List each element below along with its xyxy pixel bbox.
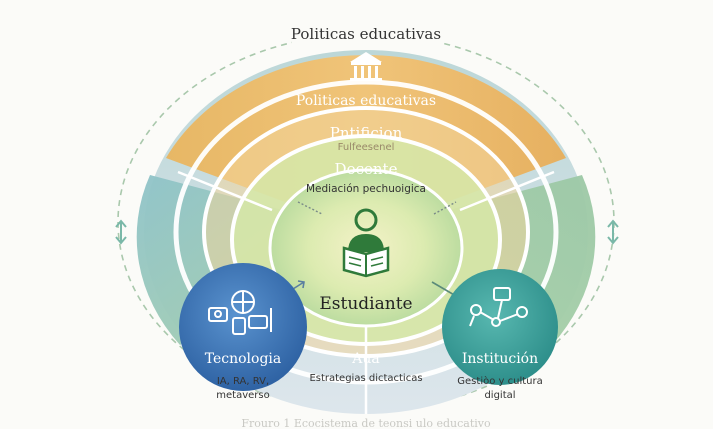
center-label: Estudiante [319, 294, 412, 314]
tecnologia-label: Tecnologia [205, 351, 282, 367]
institution-network-icon [469, 287, 528, 327]
docente-label: Docente [335, 160, 398, 178]
aula-sublabel: Estrategias dictacticas [309, 373, 422, 384]
spoke-left [177, 170, 273, 212]
tecnologia-circle [179, 263, 307, 391]
government-building-icon [350, 52, 382, 81]
double-arrow-icon [607, 219, 619, 245]
tecnologia-line1: IA, RA, RV, [217, 376, 269, 387]
double-arrow-icon [297, 201, 457, 215]
second-band-sublabel: Fulfeesenel [338, 142, 395, 153]
docente-sublabel: Mediación pechuoigica [306, 183, 426, 195]
double-arrow-icon [115, 219, 127, 245]
institucion-circle [442, 269, 558, 385]
institucion-line1: Gestiòo y cultura [457, 375, 542, 387]
institucion-line2: digital [484, 390, 515, 401]
institucion-label: Institución [462, 351, 538, 367]
aula-label: Aua [351, 351, 379, 367]
outer-label-bg [292, 22, 442, 44]
outer-label: Politicas educativas [291, 25, 441, 43]
second-band-label: Pntificion [330, 124, 403, 142]
technology-devices-icon [208, 290, 272, 335]
tecnologia-line2: metaverso [216, 390, 269, 401]
top-band-label: Politicas educativas [296, 93, 436, 109]
spoke-right [459, 170, 555, 212]
caption: Frouro 1 Ecocistema de teonsi ulo educat… [241, 417, 491, 429]
student-reading-icon [342, 208, 390, 278]
